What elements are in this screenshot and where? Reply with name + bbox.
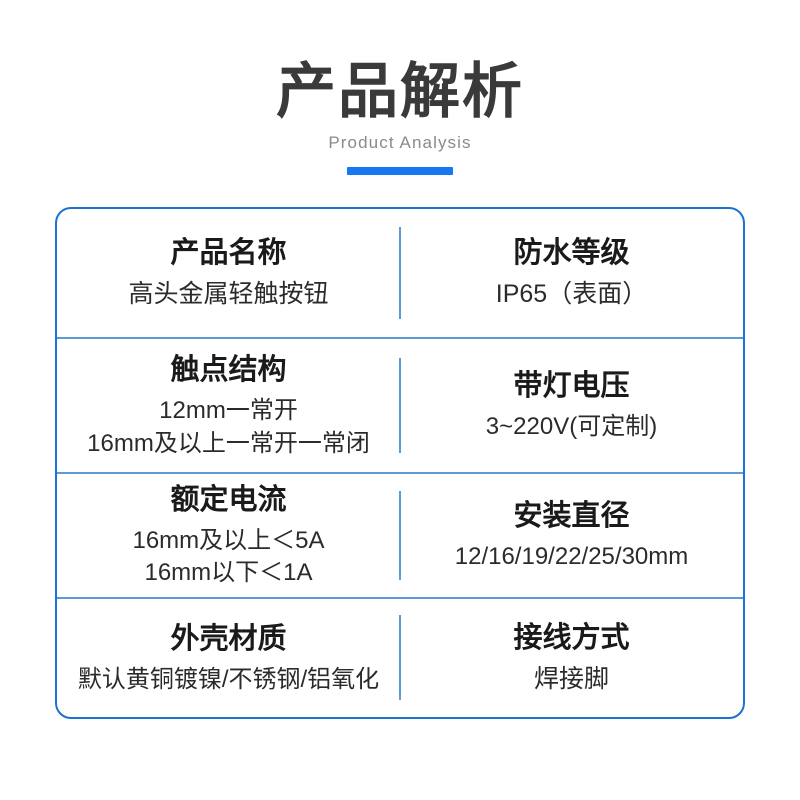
page-subtitle: Product Analysis: [328, 133, 472, 153]
cell-divider: [399, 615, 401, 701]
spec-cell-contact-structure: 触点结构 12mm一常开 16mm及以上一常开一常闭: [57, 339, 400, 472]
spec-label: 防水等级: [513, 237, 630, 270]
spec-value: 16mm及以上一常开一常闭: [87, 429, 370, 457]
spec-label: 安装直径: [513, 500, 630, 533]
cell-divider: [399, 226, 401, 320]
spec-cell-waterproof-rating: 防水等级 IP65（表面）: [400, 209, 743, 337]
spec-value: 高头金属轻触按钮: [128, 280, 329, 309]
page-header: 产品解析 Product Analysis: [0, 58, 800, 176]
spec-value: 16mm以下＜1A: [144, 559, 313, 587]
spec-cell-lamp-voltage: 带灯电压 3~220V(可定制): [400, 339, 743, 472]
spec-cell-product-name: 产品名称 高头金属轻触按钮: [57, 209, 400, 337]
table-row: 触点结构 12mm一常开 16mm及以上一常开一常闭 带灯电压 3~220V(可…: [57, 339, 743, 474]
spec-label: 接线方式: [513, 622, 630, 655]
spec-value: 12/16/19/22/25/30mm: [454, 543, 689, 571]
spec-value: 3~220V(可定制): [485, 413, 658, 441]
spec-cell-mounting-diameter: 安装直径 12/16/19/22/25/30mm: [400, 474, 743, 597]
spec-value: 16mm及以上＜5A: [132, 527, 325, 555]
spec-value: 12mm一常开: [159, 397, 298, 425]
spec-label: 带灯电压: [513, 370, 630, 403]
page-title: 产品解析: [276, 58, 524, 125]
table-row: 额定电流 16mm及以上＜5A 16mm以下＜1A 安装直径 12/16/19/…: [57, 474, 743, 599]
table-row: 外壳材质 默认黄铜镀镍/不锈钢/铝氧化 接线方式 焊接脚: [57, 599, 743, 717]
spec-label: 触点结构: [170, 354, 287, 387]
spec-label: 外壳材质: [170, 622, 287, 655]
cell-divider: [399, 491, 401, 580]
spec-table: 产品名称 高头金属轻触按钮 防水等级 IP65（表面） 触点结构 12mm一常开…: [55, 207, 745, 719]
spec-label: 额定电流: [170, 484, 287, 517]
spec-value: 焊接脚: [533, 665, 609, 694]
spec-cell-wiring-method: 接线方式 焊接脚: [400, 599, 743, 717]
table-row: 产品名称 高头金属轻触按钮 防水等级 IP65（表面）: [57, 209, 743, 339]
spec-cell-rated-current: 额定电流 16mm及以上＜5A 16mm以下＜1A: [57, 474, 400, 597]
spec-value: 默认黄铜镀镍/不锈钢/铝氧化: [77, 665, 380, 693]
spec-value: IP65（表面）: [495, 280, 648, 309]
spec-cell-housing-material: 外壳材质 默认黄铜镀镍/不锈钢/铝氧化: [57, 599, 400, 717]
cell-divider: [399, 357, 401, 454]
accent-underline-bar: [347, 167, 453, 176]
spec-label: 产品名称: [170, 237, 287, 270]
